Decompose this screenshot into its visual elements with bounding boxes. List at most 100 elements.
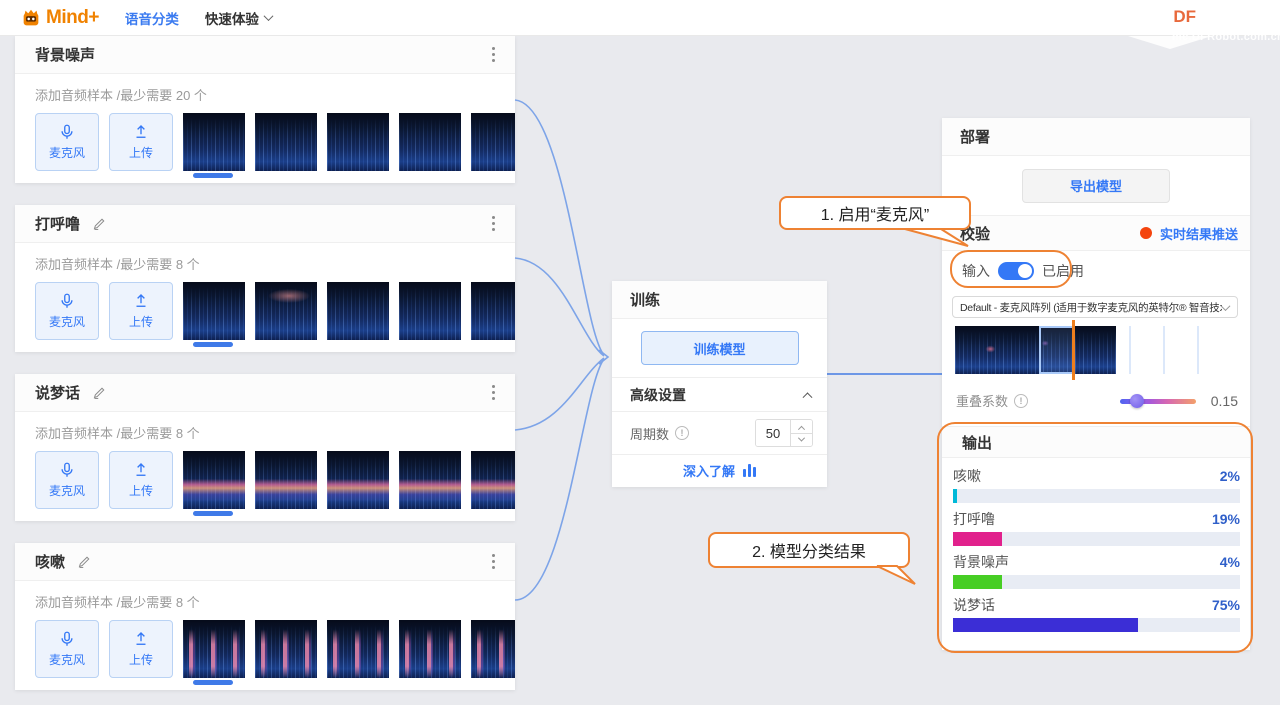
- mic-button-label: 麦克风: [48, 653, 85, 667]
- info-icon[interactable]: !: [1014, 393, 1029, 408]
- epochs-stepper: [755, 419, 813, 447]
- epochs-input[interactable]: [756, 420, 790, 446]
- output-percent: 19%: [1211, 511, 1240, 527]
- brand-name: Mind+: [46, 6, 99, 28]
- audio-device-select[interactable]: Default - 麦克风阵列 (适用于数字麦克风的英特尔® 智音技术): [952, 296, 1238, 318]
- chevron-down-icon: [263, 11, 274, 22]
- audio-sample-thumb[interactable]: [471, 451, 515, 509]
- edit-pencil-icon[interactable]: [77, 554, 92, 569]
- deploy-panel: 部署 导出模型 校验 实时结果推送 输入 已启用 Default - 麦克风阵列…: [942, 118, 1250, 650]
- mic-button-label: 麦克风: [48, 146, 85, 160]
- audio-sample-thumb[interactable]: [255, 451, 317, 509]
- mic-input-toggle[interactable]: [998, 261, 1034, 280]
- grid-line: [1163, 326, 1165, 374]
- export-model-button[interactable]: 导出模型: [1022, 168, 1170, 203]
- audio-sample-thumb[interactable]: [471, 113, 515, 171]
- audio-sample-thumb[interactable]: [399, 620, 461, 678]
- audio-sample-thumb[interactable]: [399, 113, 461, 171]
- audio-sample-thumb[interactable]: [255, 282, 317, 340]
- input-toggle-row: 输入 已启用: [942, 251, 1250, 290]
- upload-button[interactable]: 上传: [109, 620, 173, 678]
- output-row: 咳嗽 2%: [953, 465, 1240, 503]
- output-class-label: 背景噪声: [953, 554, 1009, 570]
- sample-scrollbar[interactable]: [193, 680, 233, 685]
- class-card-sleep-talk: 说梦话 添加音频样本 /最少需要 8 个 麦克风 上传: [15, 374, 515, 521]
- card-menu-button[interactable]: [488, 211, 499, 237]
- upload-icon: [136, 125, 146, 138]
- sample-scrollbar[interactable]: [193, 342, 233, 347]
- nav-voice-classification[interactable]: 语音分类: [124, 11, 179, 27]
- overlap-value: 0.15: [1210, 392, 1238, 409]
- live-spectrogram: [955, 326, 1116, 374]
- card-header: 打呼噜: [15, 205, 515, 243]
- stepper-up-button[interactable]: [791, 420, 812, 433]
- audio-sample-thumb[interactable]: [183, 113, 245, 171]
- output-class-label: 打呼噜: [953, 511, 995, 527]
- train-model-button[interactable]: 训练模型: [640, 331, 799, 365]
- stepper-down-button[interactable]: [791, 432, 812, 446]
- nav-quick-label: 快速体验: [204, 11, 259, 27]
- sample-hint: 添加音频样本 /最少需要 20 个: [35, 88, 207, 103]
- class-card-background-noise: 背景噪声 添加音频样本 /最少需要 20 个 麦克风 上传: [15, 36, 515, 183]
- edit-pencil-icon[interactable]: [92, 216, 107, 231]
- advanced-settings-toggle[interactable]: 高级设置: [612, 377, 827, 412]
- class-title: 咳嗽: [35, 554, 66, 571]
- training-title: 训练: [630, 292, 661, 309]
- audio-sample-thumb[interactable]: [399, 451, 461, 509]
- top-bar: Mind+ 语音分类 快速体验: [0, 0, 1280, 36]
- push-results-link[interactable]: 实时结果推送: [1139, 224, 1238, 243]
- audio-sample-thumb[interactable]: [327, 113, 389, 171]
- verify-header: 校验 实时结果推送: [942, 215, 1250, 251]
- audio-sample-thumb[interactable]: [183, 451, 245, 509]
- class-card-snore: 打呼噜 添加音频样本 /最少需要 8 个 麦克风 上传: [15, 205, 515, 352]
- mic-record-button[interactable]: 麦克风: [35, 620, 99, 678]
- audio-sample-thumb[interactable]: [255, 113, 317, 171]
- edit-pencil-icon[interactable]: [92, 385, 107, 400]
- audio-sample-thumb[interactable]: [183, 282, 245, 340]
- audio-sample-thumb[interactable]: [327, 620, 389, 678]
- audio-sample-thumb[interactable]: [471, 282, 515, 340]
- output-bar-track: [953, 575, 1240, 589]
- watermark-text: mc.DFRobot.com.cn: [1172, 31, 1280, 43]
- card-menu-button[interactable]: [488, 549, 499, 575]
- output-bar-track: [953, 618, 1240, 632]
- nav-quick-experience[interactable]: 快速体验: [204, 8, 274, 28]
- mic-button-label: 麦克风: [48, 315, 85, 329]
- class-card-cough: 咳嗽 添加音频样本 /最少需要 8 个 麦克风 上传: [15, 543, 515, 690]
- upload-button[interactable]: 上传: [109, 282, 173, 340]
- audio-sample-thumb[interactable]: [255, 620, 317, 678]
- output-rows: 咳嗽 2% 打呼噜 19% 背景噪声 4%: [942, 458, 1250, 632]
- epochs-spinner: [790, 420, 812, 446]
- audio-sample-thumb[interactable]: [327, 282, 389, 340]
- card-menu-button[interactable]: [488, 42, 499, 68]
- deploy-title: 部署: [960, 129, 991, 146]
- audio-sample-thumb[interactable]: [327, 451, 389, 509]
- output-row: 背景噪声 4%: [953, 551, 1240, 589]
- slider-knob[interactable]: [1130, 393, 1144, 408]
- audio-sample-thumb[interactable]: [183, 620, 245, 678]
- output-bar-fill: [953, 575, 1002, 589]
- info-icon[interactable]: !: [675, 426, 690, 440]
- training-header: 训练: [612, 281, 827, 319]
- learn-more-link[interactable]: 深入了解: [682, 464, 735, 479]
- sample-scrollbar[interactable]: [193, 173, 233, 178]
- microphone-icon: [61, 293, 73, 308]
- mic-record-button[interactable]: 麦克风: [35, 282, 99, 340]
- input-state-label: 已启用: [1042, 262, 1084, 279]
- overlap-slider[interactable]: [1120, 393, 1196, 408]
- microphone-icon: [61, 462, 73, 477]
- robot-head-icon: [23, 9, 39, 25]
- output-bar-fill: [953, 532, 1002, 546]
- audio-sample-thumb[interactable]: [471, 620, 515, 678]
- upload-button[interactable]: 上传: [109, 451, 173, 509]
- analysis-window-box[interactable]: [1039, 326, 1075, 374]
- brand-logo[interactable]: Mind+: [20, 7, 99, 29]
- mic-record-button[interactable]: 麦克风: [35, 451, 99, 509]
- sample-scrollbar[interactable]: [193, 511, 233, 516]
- mic-record-button[interactable]: 麦克风: [35, 113, 99, 171]
- audio-sample-thumb[interactable]: [399, 282, 461, 340]
- mic-button-label: 麦克风: [48, 484, 85, 498]
- output-bar-fill: [953, 618, 1139, 632]
- card-menu-button[interactable]: [488, 380, 499, 406]
- upload-button[interactable]: 上传: [109, 113, 173, 171]
